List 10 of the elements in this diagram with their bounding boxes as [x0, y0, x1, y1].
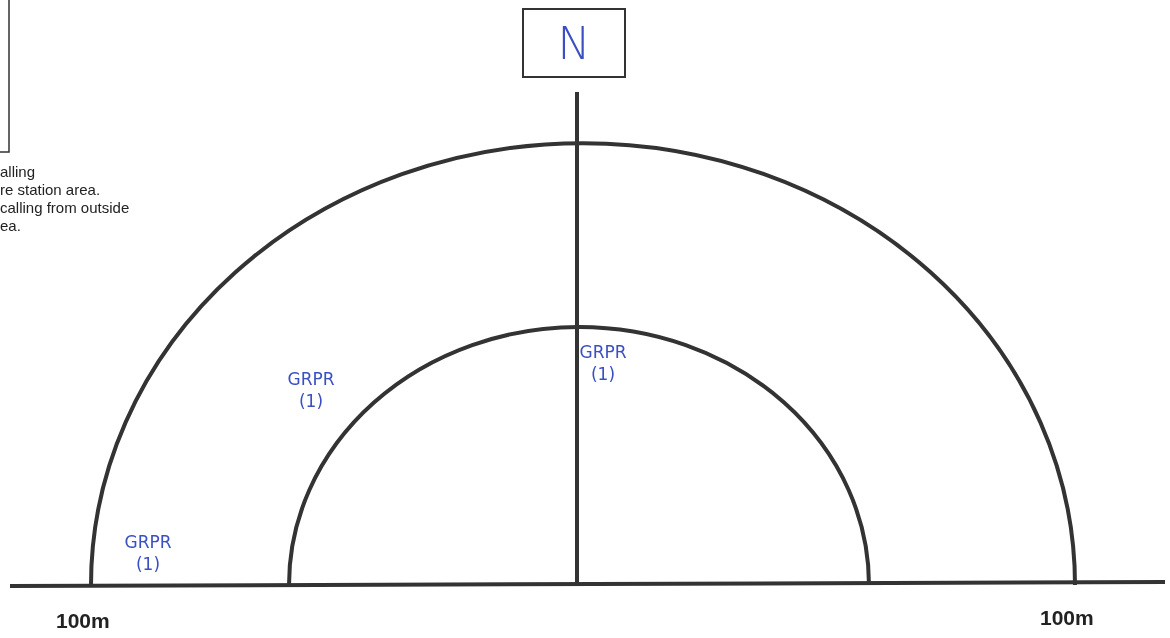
dimension-label: 100m [1040, 606, 1094, 630]
note-text: ea. [0, 217, 21, 235]
note-text: calling from outside [0, 199, 130, 217]
note-text: alling [0, 163, 36, 181]
north-box: N [522, 8, 626, 78]
handwritten-label: GRPR (1) [578, 341, 628, 385]
note-text: re station area. [0, 181, 101, 199]
dimension-label: 100m [56, 609, 110, 633]
handwritten-label: GRPR (1) [123, 531, 173, 575]
handwritten-label: GRPR (1) [286, 368, 336, 412]
